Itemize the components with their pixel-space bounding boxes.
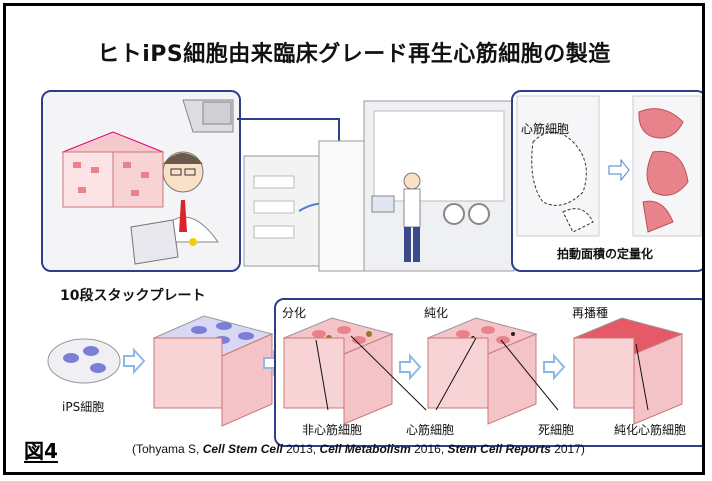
figure-frame: ヒトiPS細胞由来臨床グレード再生心筋細胞の製造 bbox=[3, 3, 705, 475]
citation-year-3: 2017) bbox=[550, 442, 585, 456]
citation-year-2: 2016, bbox=[410, 442, 448, 456]
beating-area-panel: 心筋細胞 拍動面積の定量化 bbox=[511, 90, 702, 272]
citation-prefix: (Tohyama S, bbox=[132, 442, 203, 456]
beating-area-illustration bbox=[516, 95, 702, 237]
purification-illustration bbox=[282, 317, 684, 425]
citation-journal-1: Cell Stem Cell bbox=[202, 442, 283, 456]
citation-year-1: 2013, bbox=[282, 442, 320, 456]
cleanroom-illustration bbox=[243, 100, 515, 272]
non-cardiomyocyte-label: 非心筋細胞 bbox=[302, 423, 363, 437]
dead-cells-label: 死細胞 bbox=[538, 423, 575, 437]
purified-cardiomyocyte-label: 純化心筋細胞 bbox=[614, 423, 687, 437]
operator-panel bbox=[41, 90, 241, 272]
cardiomyocyte-bottom-label: 心筋細胞 bbox=[406, 423, 455, 437]
process-panel: 分化 純化 再播種 非心筋細胞 心筋細胞 死細胞 純化心筋細胞 bbox=[274, 298, 702, 447]
figure-title: ヒトiPS細胞由来臨床グレード再生心筋細胞の製造 bbox=[97, 42, 611, 67]
operator-illustration bbox=[43, 92, 239, 270]
citation-journal-3: Stem Cell Reports bbox=[447, 442, 551, 456]
purification-label: 純化 bbox=[424, 306, 449, 320]
figure-number: 図4 bbox=[24, 439, 58, 463]
beating-area-label: 拍動面積の定量化 bbox=[557, 247, 654, 261]
ips-cells-label: iPS細胞 bbox=[62, 400, 105, 414]
cardiomyocyte-label: 心筋細胞 bbox=[521, 122, 570, 136]
citation-journal-2: Cell Metabolism bbox=[319, 442, 411, 456]
reseeding-label: 再播種 bbox=[572, 306, 609, 320]
stack-plate-label: 10段スタックプレート bbox=[60, 288, 206, 304]
differentiation-label: 分化 bbox=[282, 306, 307, 320]
citation: (Tohyama S, Cell Stem Cell 2013, Cell Me… bbox=[132, 442, 585, 456]
